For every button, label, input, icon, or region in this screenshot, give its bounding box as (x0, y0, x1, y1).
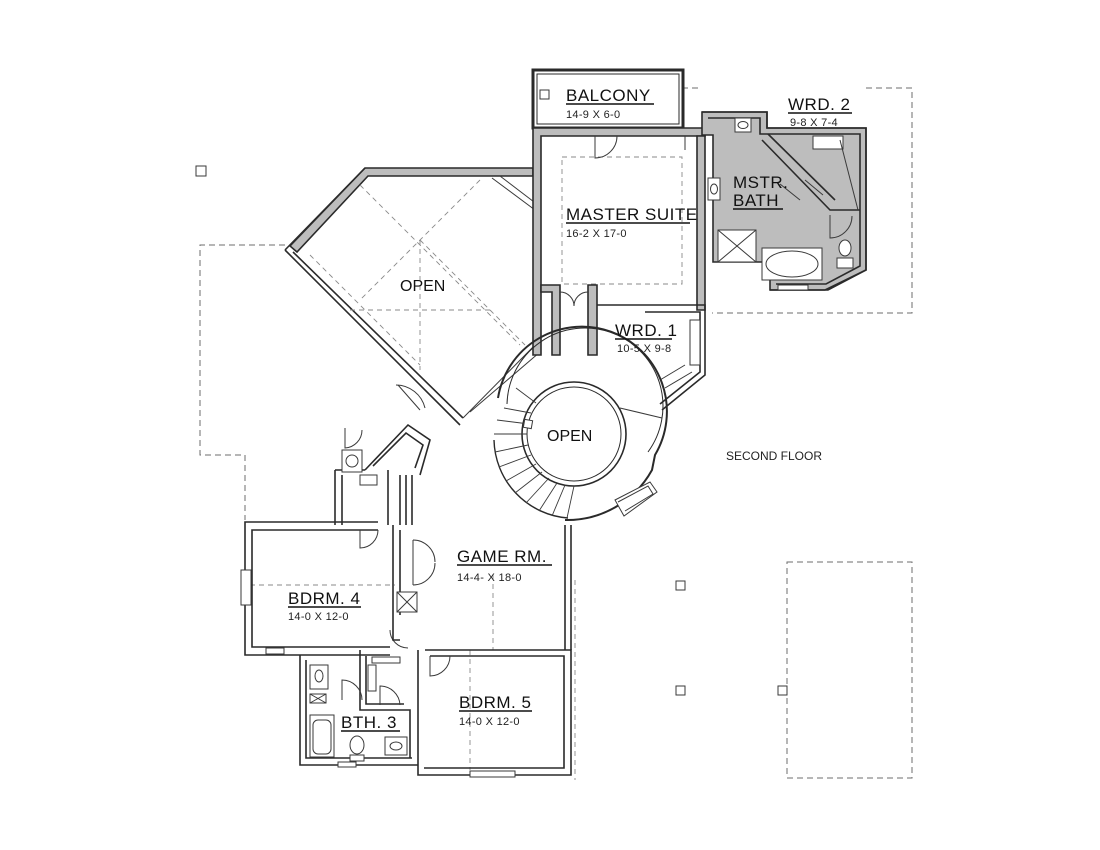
bath-3 (299, 650, 418, 768)
master-suite-name: MASTER SUITE (566, 205, 698, 224)
master-suite-dims: 16-2 X 17-0 (566, 228, 627, 240)
floor-label: SECOND FLOOR (726, 449, 822, 463)
wrd2-name: WRD. 2 (788, 95, 851, 114)
game-room-dims: 14-4- X 18-0 (457, 572, 522, 584)
wrd1 (597, 304, 706, 411)
balcony-dims: 14-9 X 6-0 (566, 109, 620, 121)
open-stair-label: OPEN (547, 428, 592, 445)
corridor-closets (334, 384, 431, 525)
master-bath-wing (701, 111, 867, 291)
bdrm5-dims: 14-0 X 12-0 (459, 716, 520, 728)
mstr-bath-name-line1: MSTR. (733, 173, 788, 192)
roof-outline (199, 87, 913, 780)
wrd2-dims: 9-8 X 7-4 (790, 117, 838, 129)
bth3-name: BTH. 3 (341, 713, 397, 732)
open-atrium (284, 167, 541, 426)
bedroom-4 (240, 521, 409, 656)
room-labels: BALCONY 14-9 X 6-0 WRD. 2 9-8 X 7-4 MSTR… (288, 86, 852, 732)
bdrm4-dims: 14-0 X 12-0 (288, 611, 349, 623)
wrd1-name: WRD. 1 (615, 321, 678, 340)
bdrm4-name: BDRM. 4 (288, 589, 360, 608)
balcony-name: BALCONY (566, 86, 651, 105)
game-room (392, 525, 572, 650)
wrd1-dims: 10-5 X 9-8 (617, 343, 671, 355)
column-markers (195, 89, 788, 696)
mstr-bath-name-line2: BATH (733, 191, 779, 210)
game-room-name: GAME RM. (457, 547, 547, 566)
bedroom-5 (417, 649, 572, 778)
spiral-stair (493, 325, 668, 522)
open-atrium-label: OPEN (400, 278, 445, 295)
bdrm5-name: BDRM. 5 (459, 693, 531, 712)
